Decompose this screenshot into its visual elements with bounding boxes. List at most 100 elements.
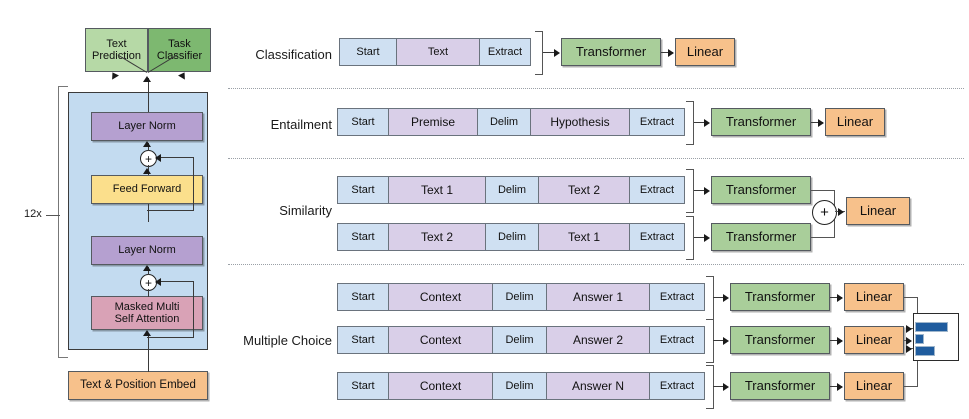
transformer-label: Transformer <box>725 113 797 129</box>
seq-cell-text2[interactable]: Text 2 <box>538 176 630 204</box>
residual-attn-vertical <box>193 281 194 337</box>
arrowhead-cls-to-linear <box>668 48 674 57</box>
linear-label: Linear <box>855 331 893 347</box>
linear-similarity[interactable]: Linear <box>846 197 910 225</box>
spine-addbot-to-lnbot <box>147 267 149 275</box>
task-label-classification: Classification <box>255 47 332 62</box>
seq-cell-extract[interactable]: Extract <box>629 176 685 204</box>
arrowhead-cls-to-transformer <box>554 48 560 57</box>
seq-cell-extract[interactable]: Extract <box>649 326 705 354</box>
seq-cell-text[interactable]: Text <box>396 38 480 66</box>
linear-classification[interactable]: Linear <box>675 38 735 66</box>
arrowhead-ent-to-transformer <box>704 118 710 127</box>
seq-cell-text1[interactable]: Text 1 <box>388 176 486 204</box>
linear-label: Linear <box>836 113 874 129</box>
seq-cell-context[interactable]: Context <box>388 372 493 400</box>
arrowhead-mc3-to-linear <box>837 382 843 391</box>
arrowhead-sim1-to-transformer <box>704 186 710 195</box>
seq-cell-start[interactable]: Start <box>337 108 389 136</box>
feed-forward-block[interactable]: Feed Forward <box>91 175 203 204</box>
seq-cell-start[interactable]: Start <box>337 176 389 204</box>
seq-cell-delim[interactable]: Delim <box>485 176 539 204</box>
seq-cell-delim[interactable]: Delim <box>492 283 547 311</box>
layer-norm-bottom[interactable]: Layer Norm <box>91 236 203 265</box>
spine-attn-in-arrowhead <box>143 330 151 336</box>
repeat-tick <box>46 215 60 216</box>
transformer-mc-1[interactable]: Transformer <box>730 283 830 311</box>
linear-mc-3[interactable]: Linear <box>844 372 904 400</box>
seq-cell-answer[interactable]: Answer N <box>546 372 650 400</box>
mc-arrowhead-middle <box>906 336 912 345</box>
seq-cell-premise[interactable]: Premise <box>388 108 478 136</box>
transformer-label: Transformer <box>744 331 816 347</box>
seq-cell-start[interactable]: Start <box>339 38 397 66</box>
bracket-entailment <box>686 101 694 145</box>
arrowhead-mc2-to-linear <box>837 336 843 345</box>
arrowhead-ent-to-linear <box>818 118 824 127</box>
linear-entailment[interactable]: Linear <box>825 108 885 136</box>
transformer-similarity-2[interactable]: Transformer <box>711 223 811 251</box>
merge-line-sim2 <box>811 237 835 238</box>
seq-cell-extract[interactable]: Extract <box>629 108 685 136</box>
seq-cell-delim[interactable]: Delim <box>492 326 547 354</box>
residual-add-top: + <box>140 150 157 167</box>
spine-ln-top-to-blockout <box>147 100 149 112</box>
transformer-mc-3[interactable]: Transformer <box>730 372 830 400</box>
seq-cell-start[interactable]: Start <box>337 372 389 400</box>
seq-cell-context[interactable]: Context <box>388 283 493 311</box>
linear-mc-1[interactable]: Linear <box>844 283 904 311</box>
linear-label: Linear <box>855 288 893 304</box>
seq-cell-extract[interactable]: Extract <box>479 38 531 66</box>
bracket-classification <box>535 31 543 75</box>
arrow-line-ent-to-linear <box>811 122 823 123</box>
task-label-similarity: Similarity <box>279 203 332 218</box>
seq-cell-answer[interactable]: Answer 2 <box>546 326 650 354</box>
seq-cell-answer[interactable]: Answer 1 <box>546 283 650 311</box>
bracket-similarity-row1 <box>686 169 694 213</box>
transformer-entailment[interactable]: Transformer <box>711 108 811 136</box>
residual-add-bottom: + <box>140 274 157 291</box>
seq-cell-delim[interactable]: Delim <box>477 108 531 136</box>
embedding-block[interactable]: Text & Position Embed <box>68 371 208 400</box>
seq-cell-delim[interactable]: Delim <box>485 223 539 251</box>
output-bar-answerN <box>915 346 935 356</box>
block-output-line <box>147 78 149 100</box>
arrowhead-mc1-to-transformer <box>723 293 729 302</box>
spine-embed-to-attn <box>147 334 149 372</box>
arrow-line-ent-to-transformer <box>694 122 707 123</box>
spine-addtop-up <box>147 143 149 151</box>
transformer-similarity-1[interactable]: Transformer <box>711 176 811 204</box>
transformer-classification[interactable]: Transformer <box>561 38 661 66</box>
seq-cell-start[interactable]: Start <box>337 326 389 354</box>
seq-cell-start[interactable]: Start <box>337 223 389 251</box>
similarity-add-node: + <box>812 200 837 225</box>
mc-route-line-3 <box>904 386 918 387</box>
seq-cell-extract[interactable]: Extract <box>649 372 705 400</box>
separator-3 <box>228 264 964 265</box>
seq-cell-extract[interactable]: Extract <box>629 223 685 251</box>
mc-arrowhead-top <box>906 324 912 333</box>
transformer-mc-2[interactable]: Transformer <box>730 326 830 354</box>
seq-cell-context[interactable]: Context <box>388 326 493 354</box>
linear-label: Linear <box>859 202 897 218</box>
linear-mc-2[interactable]: Linear <box>844 326 904 354</box>
seq-cell-text1[interactable]: Text 1 <box>538 223 630 251</box>
seq-cell-delim[interactable]: Delim <box>492 372 547 400</box>
seq-cell-extract[interactable]: Extract <box>649 283 705 311</box>
mc-arrowhead-bottom <box>906 344 912 353</box>
layer-norm-top[interactable]: Layer Norm <box>91 112 203 141</box>
linear-label: Linear <box>686 43 724 59</box>
output-bar-answer1 <box>915 322 948 332</box>
seq-cell-start[interactable]: Start <box>337 283 389 311</box>
seq-cell-hypothesis[interactable]: Hypothesis <box>530 108 630 136</box>
residual-ff-top <box>157 157 194 158</box>
separator-2 <box>228 158 964 159</box>
transformer-label: Transformer <box>744 377 816 393</box>
seq-cell-text2[interactable]: Text 2 <box>388 223 486 251</box>
